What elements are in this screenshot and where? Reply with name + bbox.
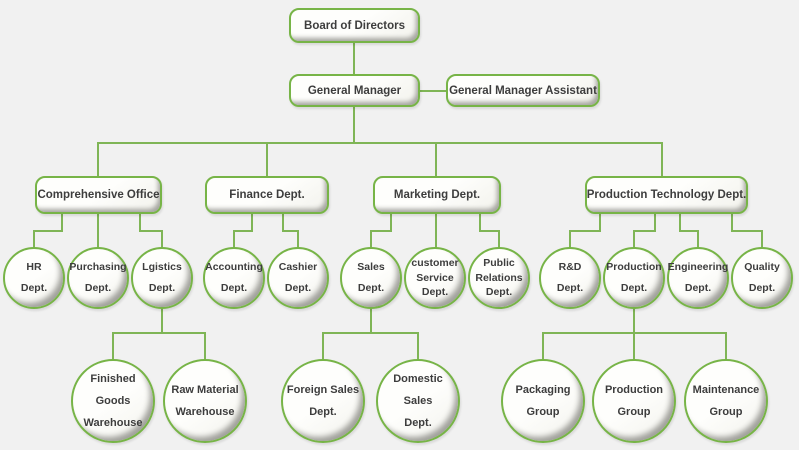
- node-label: Public Relations Dept.: [475, 257, 523, 299]
- node-label: Board of Directors: [304, 19, 405, 32]
- node-rnd-dept[interactable]: R&D Dept.: [539, 247, 601, 309]
- node-label: customer Service Dept.: [411, 257, 459, 299]
- node-label: General Manager Assistant: [449, 84, 597, 97]
- node-board-of-directors[interactable]: Board of Directors: [289, 8, 420, 43]
- node-hr-dept[interactable]: HR Dept.: [3, 247, 65, 309]
- node-engineering-dept[interactable]: Engineering Dept.: [667, 247, 729, 309]
- node-label: Engineering Dept.: [667, 261, 729, 294]
- node-accounting-dept[interactable]: Accounting Dept.: [203, 247, 265, 309]
- node-label: Domestic Sales Dept.: [393, 373, 443, 429]
- node-foreign-sales-dept[interactable]: Foreign Sales Dept.: [281, 359, 365, 443]
- node-customer-service-dept[interactable]: customer Service Dept.: [404, 247, 466, 309]
- node-label: Marketing Dept.: [393, 189, 481, 201]
- node-marketing-dept[interactable]: Marketing Dept.: [373, 176, 501, 214]
- node-label: General Manager: [307, 84, 402, 97]
- node-quality-dept[interactable]: Quality Dept.: [731, 247, 793, 309]
- node-label: Comprehensive Office: [37, 189, 160, 201]
- node-label: Purchasing Dept.: [69, 261, 127, 294]
- node-packaging-group[interactable]: Packaging Group: [501, 359, 585, 443]
- node-finance-dept[interactable]: Finance Dept.: [205, 176, 329, 214]
- node-general-manager-assistant[interactable]: General Manager Assistant: [446, 74, 600, 107]
- node-domestic-sales-dept[interactable]: Domestic Sales Dept.: [376, 359, 460, 443]
- node-lgistics-dept[interactable]: Lgistics Dept.: [131, 247, 193, 309]
- node-production-dept[interactable]: Production Dept.: [603, 247, 665, 309]
- node-general-manager[interactable]: General Manager: [289, 74, 420, 107]
- node-label: Production Technology Dept.: [586, 189, 747, 201]
- node-cashier-dept[interactable]: Cashier Dept.: [267, 247, 329, 309]
- node-purchasing-dept[interactable]: Purchasing Dept.: [67, 247, 129, 309]
- node-label: Cashier Dept.: [278, 261, 318, 294]
- node-label: Finance Dept.: [229, 189, 305, 201]
- node-label: R&D Dept.: [556, 261, 584, 294]
- node-comprehensive-office[interactable]: Comprehensive Office: [35, 176, 162, 214]
- node-label: Production Dept.: [606, 261, 662, 294]
- node-label: Quality Dept.: [744, 261, 780, 294]
- node-production-group[interactable]: Production Group: [592, 359, 676, 443]
- node-label: Sales Dept.: [357, 261, 385, 294]
- node-public-relations-dept[interactable]: Public Relations Dept.: [468, 247, 530, 309]
- node-finished-goods-warehouse[interactable]: Finished Goods Warehouse: [71, 359, 155, 443]
- node-sales-dept[interactable]: Sales Dept.: [340, 247, 402, 309]
- node-label: Lgistics Dept.: [142, 261, 182, 294]
- node-label: HR Dept.: [20, 261, 48, 294]
- node-label: Accounting Dept.: [205, 261, 263, 294]
- node-label: Production Group: [604, 384, 664, 418]
- node-label: Raw Material Warehouse: [171, 384, 239, 418]
- node-production-technology-dept[interactable]: Production Technology Dept.: [585, 176, 748, 214]
- node-raw-material-warehouse[interactable]: Raw Material Warehouse: [163, 359, 247, 443]
- node-label: Packaging Group: [515, 384, 571, 418]
- node-maintenance-group[interactable]: Maintenance Group: [684, 359, 768, 443]
- node-label: Maintenance Group: [692, 384, 760, 418]
- node-label: Finished Goods Warehouse: [83, 373, 143, 429]
- node-label: Foreign Sales Dept.: [286, 384, 360, 418]
